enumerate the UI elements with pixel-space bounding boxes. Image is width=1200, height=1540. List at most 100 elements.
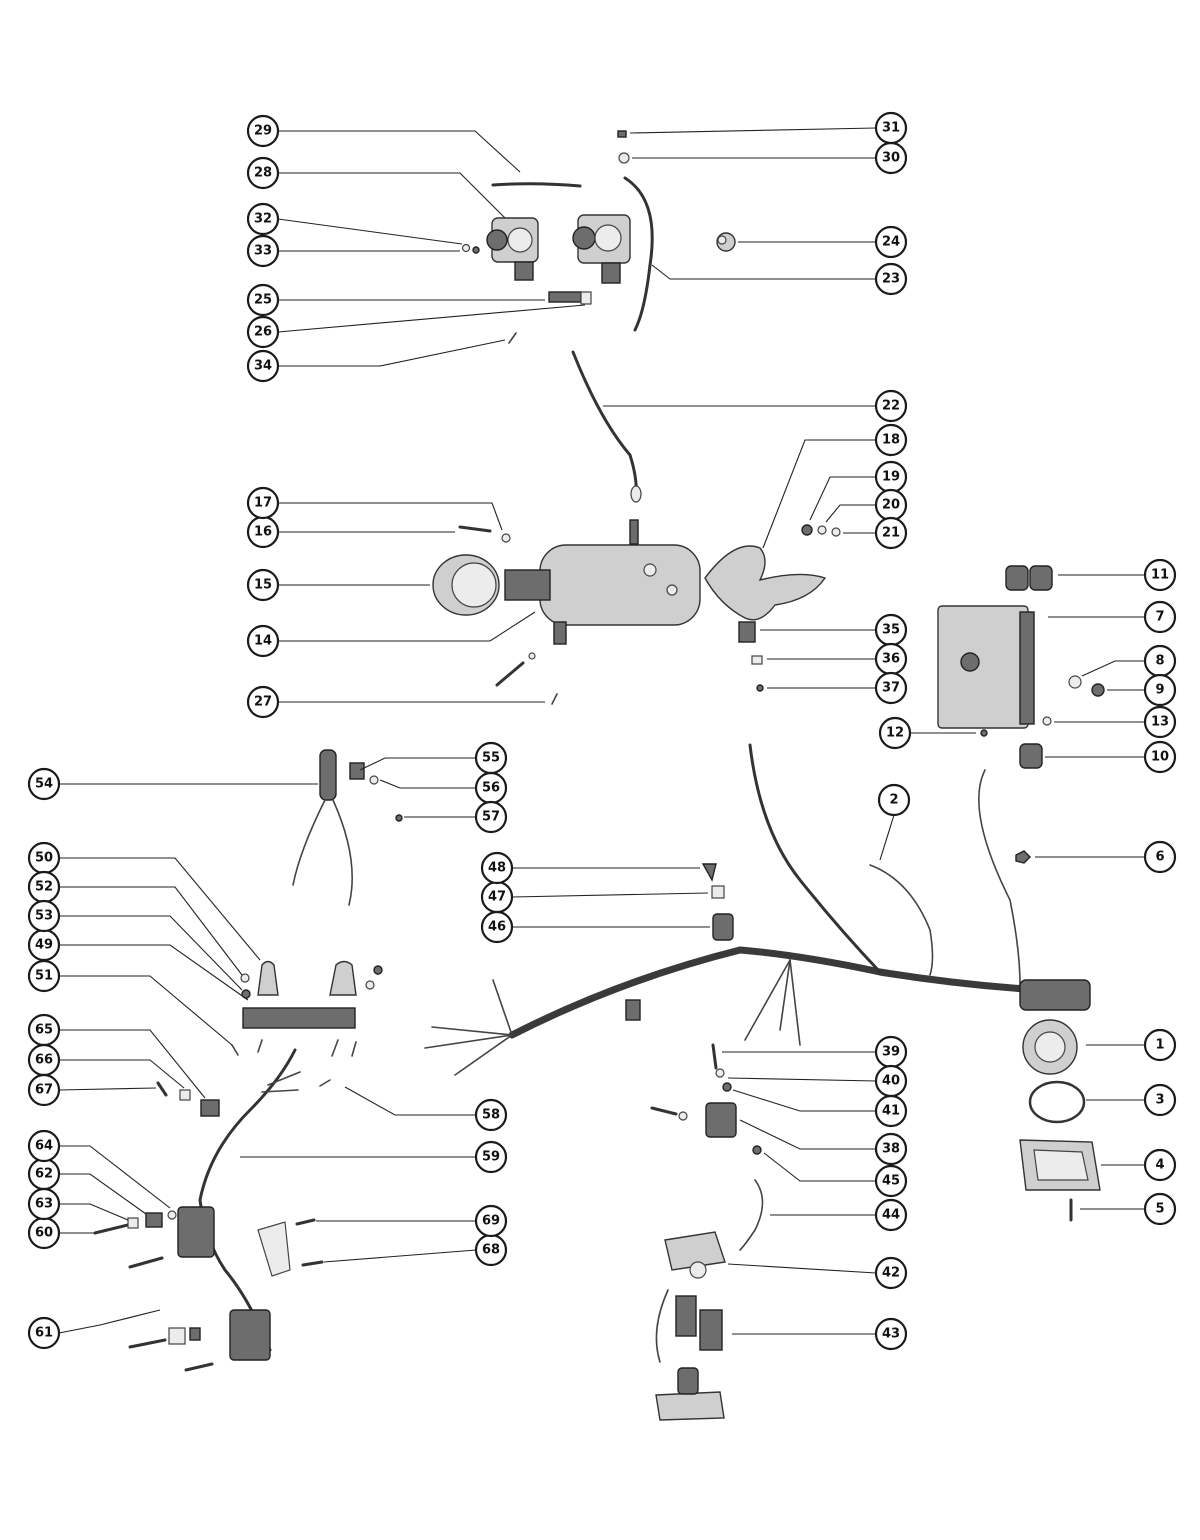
callout-17: 17 bbox=[246, 486, 280, 520]
callout-15: 15 bbox=[246, 568, 280, 602]
callout-60: 60 bbox=[27, 1216, 61, 1250]
part-54-lead-b bbox=[332, 799, 353, 906]
callout-11: 11 bbox=[1143, 558, 1177, 592]
leader-58 bbox=[344, 1086, 476, 1116]
part-harness-left-lead-d bbox=[492, 979, 513, 1036]
svg-text:46: 46 bbox=[488, 920, 506, 935]
part-69-screw bbox=[295, 1218, 316, 1226]
part-8-washer bbox=[1068, 675, 1082, 689]
leader-40 bbox=[727, 1077, 877, 1082]
leader-66 bbox=[59, 1059, 185, 1089]
part-55-clip bbox=[349, 762, 365, 780]
svg-text:36: 36 bbox=[882, 652, 900, 667]
part-52-washer bbox=[240, 973, 250, 983]
callout-10: 10 bbox=[1143, 740, 1177, 774]
part-68-plate bbox=[257, 1221, 291, 1277]
svg-text:56: 56 bbox=[482, 781, 500, 796]
leader-47 bbox=[511, 892, 709, 898]
svg-text:55: 55 bbox=[482, 751, 500, 766]
part-56-washer bbox=[369, 775, 379, 785]
part-65-clip bbox=[200, 1099, 220, 1117]
part-59-lead-b bbox=[261, 1089, 299, 1093]
svg-text:57: 57 bbox=[482, 810, 500, 825]
part-49-terminal-block bbox=[242, 1007, 356, 1029]
part-63-washer bbox=[127, 1217, 139, 1229]
part-32-washer bbox=[461, 243, 471, 253]
callout-67: 67 bbox=[27, 1073, 61, 1107]
svg-text:64: 64 bbox=[35, 1139, 53, 1154]
leader-61 bbox=[58, 1309, 161, 1334]
callout-33: 33 bbox=[246, 234, 280, 268]
callout-45: 45 bbox=[874, 1164, 908, 1198]
callout-31: 31 bbox=[874, 111, 908, 145]
leader-28 bbox=[278, 172, 506, 219]
svg-text:30: 30 bbox=[882, 151, 900, 166]
svg-text:10: 10 bbox=[1151, 750, 1169, 765]
part-38-terminal-block bbox=[705, 1102, 737, 1138]
svg-text:14: 14 bbox=[254, 634, 272, 649]
svg-text:49: 49 bbox=[35, 938, 53, 953]
part-45-screw bbox=[752, 1145, 762, 1155]
part-61-switch-body bbox=[229, 1309, 271, 1361]
part-harness-left-lead-c bbox=[454, 1034, 513, 1076]
leader-2 bbox=[879, 814, 895, 861]
callout-47: 47 bbox=[480, 880, 514, 914]
leader-26 bbox=[277, 304, 586, 333]
callout-8: 8 bbox=[1143, 644, 1177, 678]
callout-13: 13 bbox=[1143, 705, 1177, 739]
svg-text:15: 15 bbox=[254, 578, 272, 593]
svg-text:59: 59 bbox=[482, 1150, 500, 1165]
svg-text:20: 20 bbox=[882, 498, 900, 513]
callout-52: 52 bbox=[27, 870, 61, 904]
callout-19: 19 bbox=[874, 460, 908, 494]
part-44-lead bbox=[739, 1179, 764, 1251]
part-6-clip bbox=[1015, 850, 1031, 864]
part-43-pad-a bbox=[675, 1295, 697, 1337]
leader-38 bbox=[739, 1119, 876, 1150]
part-18-bracket bbox=[704, 545, 827, 621]
part-3-o-ring bbox=[1028, 1080, 1086, 1124]
svg-text:37: 37 bbox=[882, 681, 900, 696]
part-37-screw bbox=[756, 684, 764, 692]
leader-31 bbox=[629, 127, 877, 134]
part-61-bolt bbox=[128, 1338, 167, 1349]
part-harness-left-lead-a bbox=[431, 1026, 513, 1036]
part-16-bolt bbox=[458, 525, 492, 533]
svg-text:62: 62 bbox=[35, 1167, 53, 1182]
part-38-bolt bbox=[650, 1106, 678, 1116]
svg-text:34: 34 bbox=[254, 359, 272, 374]
part-23-cable bbox=[623, 176, 654, 332]
svg-text:7: 7 bbox=[1155, 610, 1164, 625]
callout-42: 42 bbox=[874, 1256, 908, 1290]
callout-3: 3 bbox=[1143, 1083, 1177, 1117]
svg-text:47: 47 bbox=[488, 890, 506, 905]
leader-42 bbox=[727, 1263, 877, 1274]
part-50-bracket-left bbox=[257, 960, 279, 996]
callout-23: 23 bbox=[874, 262, 908, 296]
leader-53 bbox=[59, 915, 243, 991]
svg-text:68: 68 bbox=[482, 1243, 500, 1258]
svg-text:28: 28 bbox=[254, 166, 272, 181]
part-harness-clamp bbox=[625, 999, 641, 1021]
svg-text:2: 2 bbox=[889, 793, 898, 808]
part-22-terminal bbox=[630, 485, 642, 503]
svg-text:17: 17 bbox=[254, 496, 272, 511]
part-4-gasket bbox=[1019, 1139, 1101, 1191]
svg-text:13: 13 bbox=[1151, 715, 1169, 730]
callout-53: 53 bbox=[27, 899, 61, 933]
callout-64: 64 bbox=[27, 1129, 61, 1163]
svg-text:45: 45 bbox=[882, 1174, 900, 1189]
leader-32 bbox=[277, 218, 463, 245]
part-34-bolt bbox=[508, 332, 517, 344]
callout-32: 32 bbox=[246, 202, 280, 236]
part-main-harness bbox=[508, 946, 1044, 1039]
svg-text:52: 52 bbox=[35, 880, 53, 895]
svg-text:65: 65 bbox=[35, 1023, 53, 1038]
svg-text:51: 51 bbox=[35, 969, 53, 984]
leader-50 bbox=[59, 857, 261, 961]
callout-40: 40 bbox=[874, 1064, 908, 1098]
leader-34 bbox=[278, 339, 506, 367]
part-30-washer bbox=[618, 152, 630, 164]
part-40-washer bbox=[715, 1068, 725, 1078]
callout-51: 51 bbox=[27, 959, 61, 993]
